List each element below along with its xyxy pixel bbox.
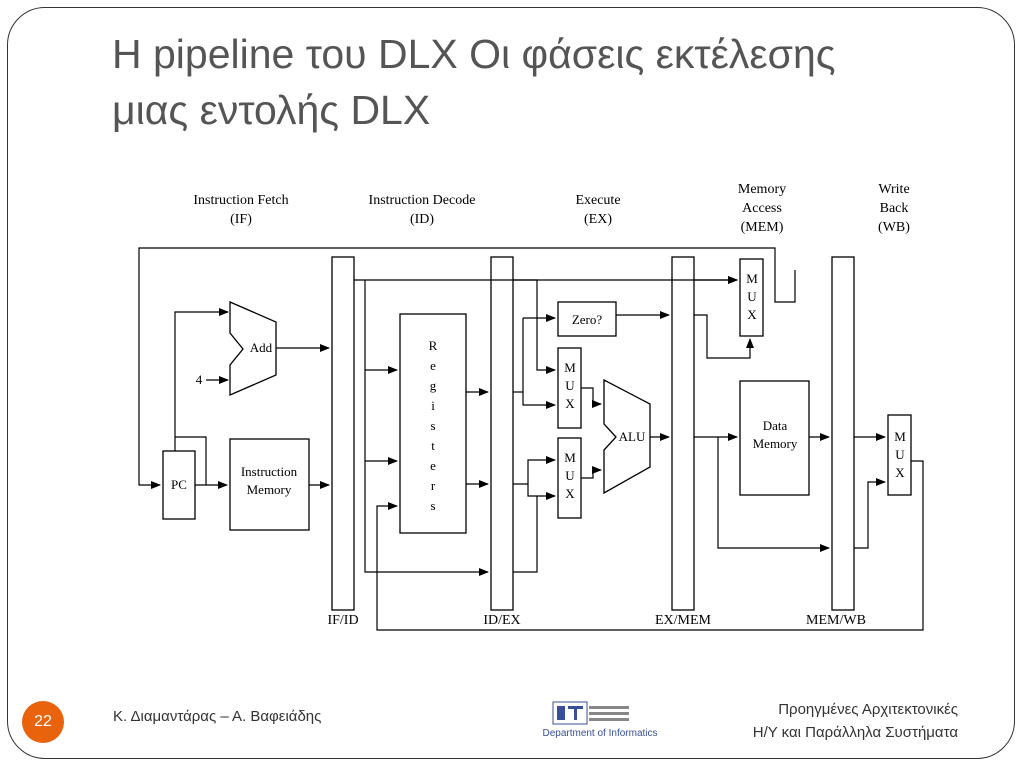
slide-number-badge: 22: [22, 701, 64, 743]
alu-label: ALU: [619, 429, 646, 444]
slide-frame: [7, 7, 1015, 759]
instruction-memory-block: [229, 438, 310, 531]
department-logo-icon: [552, 701, 629, 725]
stage-ex-abbr: (EX): [584, 212, 612, 227]
mux-bottom-letter-u: U: [565, 468, 575, 483]
data-memory-label-1: Data: [763, 418, 788, 433]
title-line-1: Η pipeline του DLX Οι φάσεις εκτέλεσης: [112, 31, 836, 77]
pc-select-mux: [739, 258, 764, 337]
registers-letter-7: e: [430, 458, 436, 473]
pipeline-register-mem-wb: [831, 256, 855, 611]
pipeline-register-ex-mem: [671, 256, 695, 611]
instruction-memory-label-1: Instruction: [241, 464, 298, 479]
stage-id-name: Instruction Decode: [369, 193, 476, 208]
stage-mem-name-2: Access: [742, 201, 782, 216]
stage-wb-name-1: Write: [878, 182, 909, 197]
register-file-block: [399, 313, 467, 534]
department-logo: Department of Informatics: [523, 696, 677, 744]
zero-label: Zero?: [572, 312, 603, 327]
mux-bottom-letter-x: X: [565, 486, 575, 501]
registers-letter-1: R: [429, 338, 438, 353]
mux-labels: M U X M U X M U X M U X: [564, 271, 906, 501]
mux-top-letter-x: X: [565, 396, 575, 411]
datapath-wires: [138, 247, 924, 631]
mux-pc-letter-x: X: [747, 307, 757, 322]
footer-course: Προηγμένες Αρχιτεκτονικές Η/Υ και Παράλλ…: [753, 698, 958, 744]
stage-wb-abbr: (WB): [878, 220, 910, 235]
constant-four-label: 4: [196, 372, 203, 387]
pipeline-registers: [331, 256, 855, 611]
title-line-2: μιας εντολής DLX: [112, 87, 431, 133]
mux-top-letter-u: U: [565, 378, 575, 393]
mux-wb-letter-m: M: [894, 429, 906, 444]
mux-wb-letter-u: U: [895, 447, 905, 462]
label-if-id: IF/ID: [327, 613, 358, 628]
registers-letter-6: t: [431, 438, 435, 453]
slide-title: Η pipeline του DLX Οι φάσεις εκτέλεσης μ…: [112, 26, 972, 138]
data-memory-label-2: Memory: [753, 436, 798, 451]
mux-bottom-letter-m: M: [564, 450, 576, 465]
pc-label: PC: [171, 477, 187, 492]
mux-pc-letter-m: M: [746, 271, 758, 286]
stage-if-abbr: (IF): [230, 212, 252, 227]
footer-course-line-2: Η/Υ και Παράλληλα Συστήματα: [752, 724, 958, 741]
mux-wb-letter-x: X: [895, 465, 905, 480]
add-adder-block: [229, 301, 277, 396]
registers-letter-5: s: [430, 418, 435, 433]
stage-wb-name-2: Back: [880, 201, 909, 216]
pipeline-register-if-id: [331, 256, 355, 611]
stage-ex-name: Execute: [575, 193, 620, 208]
data-memory-block: [739, 380, 810, 496]
mux-top-letter-m: M: [564, 360, 576, 375]
writeback-mux: [887, 414, 912, 496]
add-label: Add: [250, 340, 273, 355]
registers-letter-3: g: [430, 378, 437, 393]
mux-pc-letter-u: U: [747, 289, 757, 304]
label-mem-wb: MEM/WB: [806, 613, 866, 628]
registers-letter-4: i: [431, 398, 435, 413]
stage-labels: Instruction Fetch (IF) Instruction Decod…: [193, 182, 910, 235]
pipeline-register-id-ex: [490, 256, 514, 611]
instruction-memory-label-2: Memory: [247, 482, 292, 497]
footer-authors: Κ. Διαμαντάρας – Α. Βαφειάδης: [113, 708, 322, 725]
alu-block: [603, 378, 651, 495]
registers-letter-8: r: [431, 478, 436, 493]
label-id-ex: ID/EX: [483, 613, 520, 628]
label-ex-mem: EX/MEM: [655, 613, 712, 628]
stage-mem-name-1: Memory: [738, 182, 786, 197]
department-logo-text: Department of Informatics: [542, 728, 658, 739]
stage-id-abbr: (ID): [410, 212, 434, 227]
stage-mem-abbr: (MEM): [741, 220, 784, 235]
registers-letter-9: s: [430, 498, 435, 513]
zero-test-block: [557, 301, 617, 337]
footer-course-line-1: Προηγμένες Αρχιτεκτονικές: [778, 701, 958, 718]
stage-if-name: Instruction Fetch: [193, 193, 288, 208]
registers-letter-2: e: [430, 358, 436, 373]
